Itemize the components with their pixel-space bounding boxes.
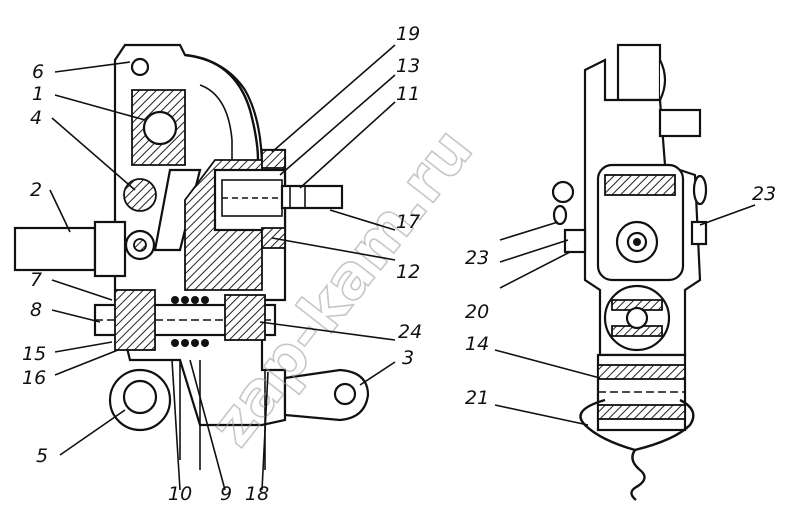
bolt-housing (213, 168, 287, 232)
callout-21: 21 (465, 387, 489, 409)
left-view (13, 43, 370, 470)
callout-8: 8 (30, 299, 42, 321)
callout-13: 13 (396, 55, 420, 77)
callout-1: 1 (32, 83, 44, 105)
lug-3 (283, 368, 370, 422)
cylinder-2 (13, 226, 97, 272)
callout-15: 15 (22, 343, 46, 365)
callout-5: 5 (36, 445, 48, 467)
callout-23-right: 23 (752, 183, 776, 205)
leader-lines (49, 44, 756, 491)
callout-2: 2 (30, 179, 42, 201)
bolt-head-section (114, 289, 156, 351)
callout-3: 3 (402, 347, 414, 369)
side-pin-upper (551, 180, 575, 204)
upper-arm (184, 53, 260, 161)
callout-16: 16 (22, 367, 46, 389)
nut-19 (261, 149, 286, 169)
callout-9: 9 (220, 483, 232, 505)
lever-bore (142, 110, 178, 146)
side-pin-lower (563, 228, 587, 254)
callout-19: 19 (396, 23, 420, 45)
callout-10: 10 (168, 483, 192, 505)
wire-twist (630, 449, 646, 501)
callout-7: 7 (30, 269, 42, 291)
callout-12: 12 (396, 261, 420, 283)
callout-18: 18 (245, 483, 269, 505)
right-view (551, 43, 708, 501)
bolt-shank (280, 184, 344, 210)
top-hole (130, 57, 150, 77)
callout-24: 24 (398, 321, 422, 343)
top-block (616, 43, 662, 102)
callout-labels: 6 1 4 2 7 8 15 16 5 19 13 11 17 12 24 3 … (22, 23, 776, 505)
callout-14: 14 (465, 333, 489, 355)
callout-23-left: 23 (465, 247, 489, 269)
callout-17: 17 (396, 211, 420, 233)
spring (171, 296, 209, 347)
callout-20: 20 (465, 301, 489, 323)
callout-11: 11 (396, 83, 420, 105)
callout-6: 6 (32, 61, 44, 83)
wedge (153, 168, 202, 252)
callout-4: 4 (30, 107, 42, 129)
